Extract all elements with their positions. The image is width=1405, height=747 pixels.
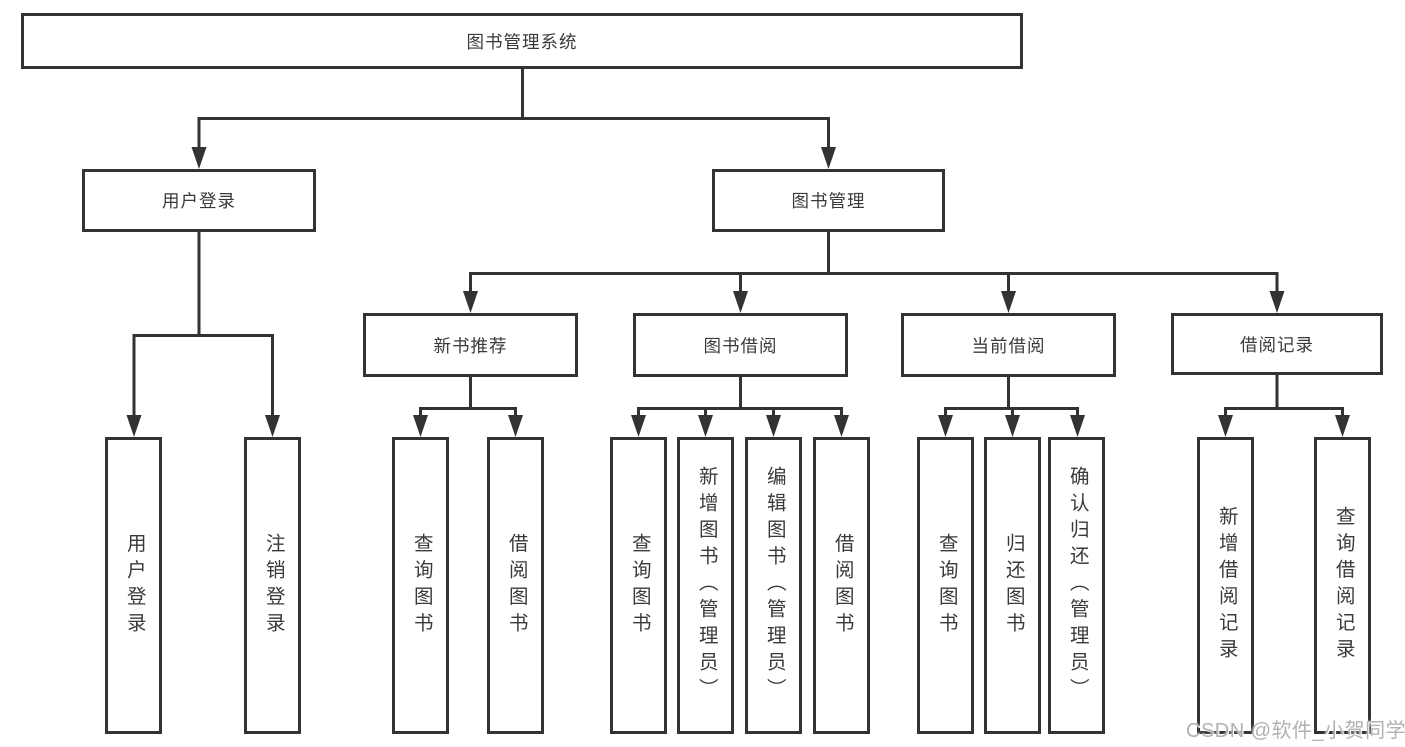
node-book-borrowing: 图书借阅 bbox=[633, 313, 848, 377]
leaf-edit-books-admin: 编辑图书（管理员） bbox=[745, 437, 802, 734]
leaf-newbooks-borrow-books-label: 借阅图书 bbox=[505, 532, 528, 639]
leaf-newbooks-borrow-books: 借阅图书 bbox=[487, 437, 544, 734]
node-library-system-label: 图书管理系统 bbox=[466, 31, 578, 52]
node-user-login-label: 用户登录 bbox=[162, 191, 236, 211]
leaf-add-books-admin-label: 新增图书（管理员） bbox=[695, 466, 718, 705]
node-book-management: 图书管理 bbox=[712, 169, 945, 232]
leaf-logout: 注销登录 bbox=[244, 437, 301, 734]
node-current-borrowing-label: 当前借阅 bbox=[971, 335, 1046, 356]
leaf-return-books-label: 归还图书 bbox=[1002, 532, 1025, 639]
leaf-borrowing-borrow-books-label: 借阅图书 bbox=[831, 532, 854, 639]
leaf-add-borrow-record: 新增借阅记录 bbox=[1197, 437, 1254, 734]
node-borrowing-records: 借阅记录 bbox=[1171, 313, 1383, 375]
arrowhead-group bbox=[126, 147, 1350, 437]
leaf-user-login: 用户登录 bbox=[105, 437, 162, 734]
leaf-confirm-return-admin-label: 确认归还（管理员） bbox=[1066, 466, 1089, 705]
leaf-current-query-books-label: 查询图书 bbox=[935, 532, 958, 639]
node-book-management-label: 图书管理 bbox=[791, 191, 866, 211]
node-user-login: 用户登录 bbox=[82, 169, 316, 232]
node-book-borrowing-label: 图书借阅 bbox=[703, 335, 778, 356]
leaf-newbooks-query-books: 查询图书 bbox=[392, 437, 449, 734]
leaf-borrowing-borrow-books: 借阅图书 bbox=[813, 437, 870, 734]
csdn-watermark: CSDN @软件_小贺同学 bbox=[1186, 720, 1405, 742]
leaf-logout-label: 注销登录 bbox=[262, 532, 285, 639]
leaf-edit-books-admin-label: 编辑图书（管理员） bbox=[763, 466, 786, 705]
leaf-return-books: 归还图书 bbox=[984, 437, 1041, 734]
leaf-newbooks-query-books-label: 查询图书 bbox=[410, 532, 433, 639]
node-new-book-recommend: 新书推荐 bbox=[363, 313, 578, 377]
leaf-borrowing-query-books-label: 查询图书 bbox=[628, 532, 651, 639]
node-current-borrowing: 当前借阅 bbox=[901, 313, 1116, 377]
leaf-user-login-label: 用户登录 bbox=[123, 532, 146, 639]
leaf-query-borrow-record: 查询借阅记录 bbox=[1314, 437, 1371, 734]
leaf-current-query-books: 查询图书 bbox=[917, 437, 974, 734]
leaf-add-books-admin: 新增图书（管理员） bbox=[677, 437, 734, 734]
node-library-system: 图书管理系统 bbox=[21, 13, 1023, 69]
leaf-add-borrow-record-label: 新增借阅记录 bbox=[1215, 506, 1238, 665]
node-borrowing-records-label: 借阅记录 bbox=[1240, 334, 1314, 355]
leaf-borrowing-query-books: 查询图书 bbox=[610, 437, 667, 734]
leaf-confirm-return-admin: 确认归还（管理员） bbox=[1048, 437, 1105, 734]
node-new-book-recommend-label: 新书推荐 bbox=[433, 335, 508, 356]
leaf-query-borrow-record-label: 查询借阅记录 bbox=[1332, 506, 1355, 665]
